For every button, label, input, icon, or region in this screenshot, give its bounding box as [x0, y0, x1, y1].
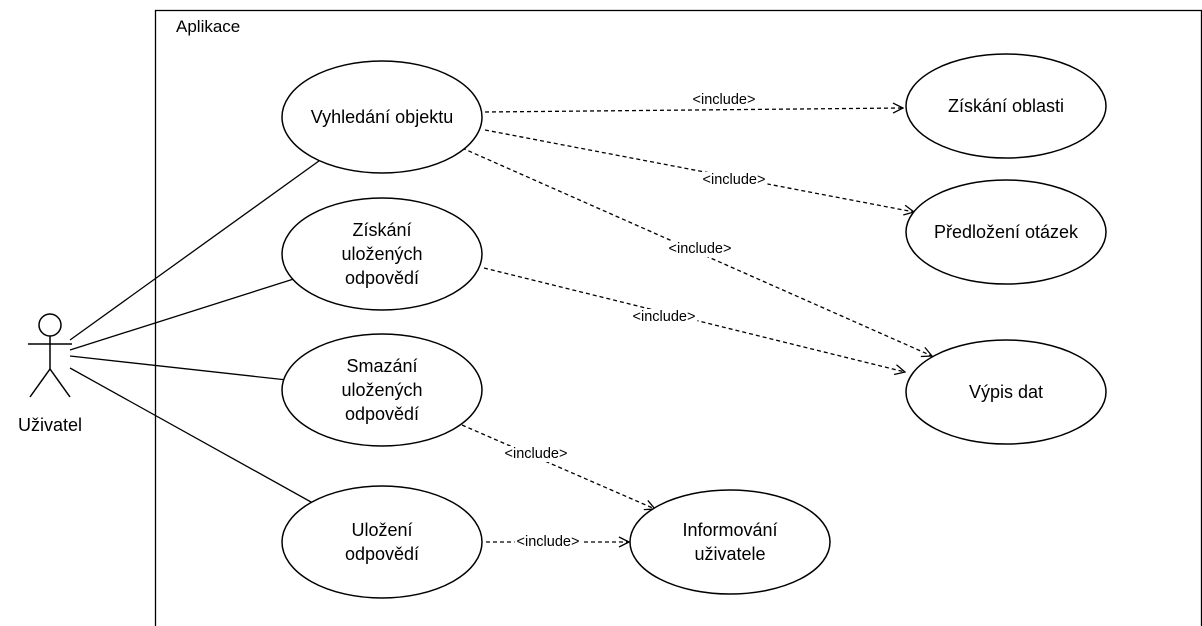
include-label-bg: [502, 446, 570, 462]
use-case-label-line: Vyhledání objektu: [311, 107, 453, 127]
use-case-ellipse: [281, 333, 483, 447]
use-case-label-line: Výpis dat: [969, 382, 1043, 402]
use-case-predlozeni[interactable]: Předložení otázek: [905, 179, 1107, 285]
use-case-ellipse: [905, 179, 1107, 285]
use-case-vyhledani[interactable]: Vyhledání objektu: [281, 60, 483, 174]
include-arrow: [484, 129, 914, 212]
use-case-label-line: Získání: [352, 220, 411, 240]
include-edge-vyhledani-vypis[interactable]: <include>: [461, 147, 932, 356]
use-case-ellipse: [281, 197, 483, 311]
use-case-ellipse: [905, 339, 1107, 445]
include-label: <include>: [517, 534, 580, 550]
use-case-label-line: uživatele: [694, 544, 765, 564]
include-label-bg: [514, 534, 582, 550]
include-label-bg: [690, 92, 758, 108]
system-boundary-title: Aplikace: [176, 17, 240, 36]
includes-layer: <include> <include> <include> <include> <inc…: [461, 92, 932, 550]
actor[interactable]: Uživatel: [18, 313, 82, 435]
include-label: <include>: [703, 172, 766, 188]
use-case-label-line: odpovědí: [345, 544, 419, 564]
include-label: <include>: [505, 446, 568, 462]
include-arrow: [461, 147, 932, 356]
use-case-ulozeni[interactable]: Uložení odpovědí: [281, 485, 483, 599]
include-label-bg: [666, 241, 734, 257]
use-case-label-line: uložených: [341, 380, 422, 400]
use-case-label-line: Smazání: [346, 356, 417, 376]
use-case-label-line: odpovědí: [345, 404, 419, 424]
use-case-smazani[interactable]: Smazání uložených odpovědí: [281, 333, 483, 447]
use-case-ellipse: [281, 485, 483, 599]
association-line-ziskani-ulozenych: [69, 276, 301, 351]
use-case-ziskani-oblasti[interactable]: Získání oblasti: [905, 53, 1107, 159]
include-edge-smazani-informovani[interactable]: <include>: [461, 424, 655, 509]
association-line-ulozeni: [69, 367, 321, 508]
include-label-bg: [630, 309, 698, 325]
use-case-ellipse: [629, 489, 831, 595]
include-arrow: [483, 267, 905, 372]
stick-figure-icon: [28, 313, 72, 398]
use-case-label-line: Informování: [682, 520, 777, 540]
include-label-bg: [700, 172, 768, 188]
use-case-ziskani-ulozenych[interactable]: Získání uložených odpovědí: [281, 197, 483, 311]
use-case-ellipse: [905, 53, 1107, 159]
include-edge-ulozeni-informovani[interactable]: <include>: [486, 534, 629, 550]
use-case-ellipse: [281, 60, 483, 174]
include-edge-vyhledani-predlozeni[interactable]: <include>: [484, 129, 914, 212]
include-arrow: [461, 424, 655, 509]
associations-layer: [69, 152, 331, 508]
include-arrow: [484, 108, 903, 112]
use-case-label-line: Předložení otázek: [934, 222, 1079, 242]
use-case-label-line: Získání oblasti: [948, 96, 1064, 116]
include-edge-ziskani-ulozenych-vypis[interactable]: <include>: [483, 267, 905, 372]
use-case-label-line: Uložení: [351, 520, 412, 540]
actor-name: Uživatel: [18, 415, 82, 435]
include-label: <include>: [669, 241, 732, 257]
include-edge-vyhledani-ziskani-oblasti[interactable]: <include>: [484, 92, 903, 112]
use-case-label-line: uložených: [341, 244, 422, 264]
use-case-label-line: odpovědí: [345, 268, 419, 288]
use-case-informovani[interactable]: Informování uživatele: [629, 489, 831, 595]
association-line-smazani: [69, 355, 288, 381]
include-label: <include>: [633, 309, 696, 325]
include-label: <include>: [693, 92, 756, 108]
association-line-vyhledani: [69, 152, 331, 341]
use-case-vypis[interactable]: Výpis dat: [905, 339, 1107, 445]
